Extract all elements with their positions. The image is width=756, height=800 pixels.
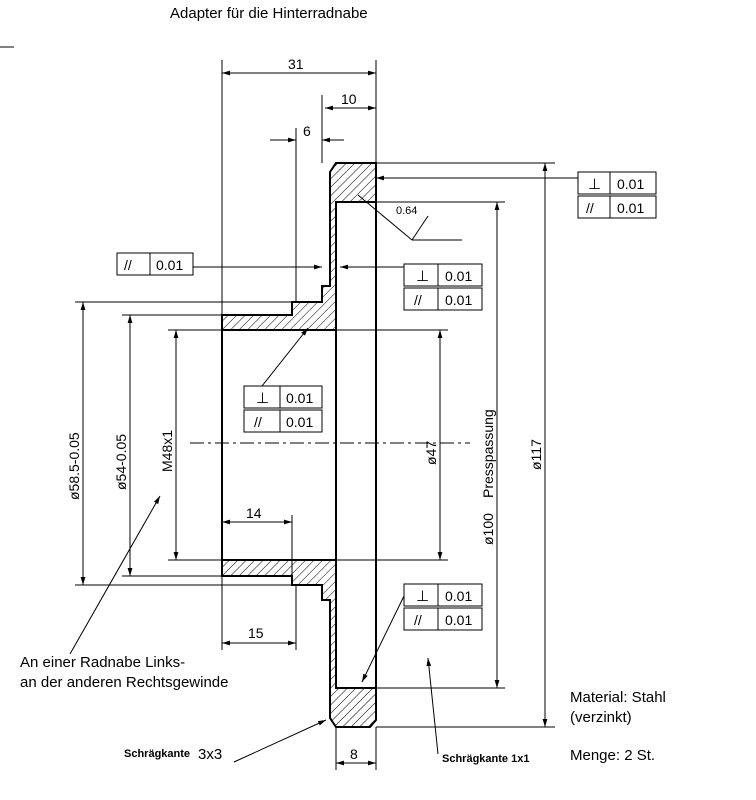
section-bottom xyxy=(221,559,377,728)
svg-text://: // xyxy=(124,257,132,273)
svg-text:0.01: 0.01 xyxy=(156,257,183,273)
tolerance-frame-top-right: ⊥ 0.01 // 0.01 xyxy=(376,171,657,219)
svg-text:ø117: ø117 xyxy=(528,439,544,470)
dimension-dia-47: ø47 xyxy=(336,329,448,561)
svg-text:Material: Stahl: Material: Stahl xyxy=(570,689,666,706)
svg-text:0.01: 0.01 xyxy=(286,414,313,430)
svg-text:8: 8 xyxy=(350,746,358,762)
dimension-dia-100: ø100 Presspassung xyxy=(376,201,505,689)
svg-text:M48x1: M48x1 xyxy=(159,430,175,472)
svg-text:0.01: 0.01 xyxy=(445,612,472,628)
svg-text:ø54-0.05: ø54-0.05 xyxy=(113,434,129,490)
chamfer-large-note: Schrägkante 3x3 xyxy=(124,719,327,763)
svg-text:An einer Radnabe Links-: An einer Radnabe Links- xyxy=(20,654,185,671)
svg-text:ø58.5-0.05: ø58.5-0.05 xyxy=(66,432,82,500)
svg-text://: // xyxy=(414,612,422,628)
section-top xyxy=(221,162,377,331)
dimension-dia-117: ø117 xyxy=(376,162,555,728)
svg-text:0.01: 0.01 xyxy=(445,268,472,284)
svg-text:0.01: 0.01 xyxy=(286,390,313,406)
svg-text:ø100: ø100 xyxy=(480,513,496,545)
svg-text:⊥: ⊥ xyxy=(416,588,429,605)
svg-text:⊥: ⊥ xyxy=(416,268,429,285)
dimension-14: 14 xyxy=(222,505,293,576)
svg-text:15: 15 xyxy=(248,625,264,641)
svg-text:0.01: 0.01 xyxy=(617,200,644,216)
svg-text:6: 6 xyxy=(303,123,311,139)
tolerance-frame-mid-right: ⊥ 0.01 // 0.01 xyxy=(340,263,483,311)
svg-text:⊥: ⊥ xyxy=(256,390,269,407)
dimension-thread: M48x1 xyxy=(159,329,222,561)
svg-text:⊥: ⊥ xyxy=(588,176,601,193)
svg-text:0.64: 0.64 xyxy=(396,205,417,217)
svg-text://: // xyxy=(586,200,594,216)
svg-text:0.01: 0.01 xyxy=(617,176,644,192)
svg-text:(verzinkt): (verzinkt) xyxy=(570,709,632,726)
chamfer-small-note: Schrägkante 1x1 xyxy=(426,657,529,765)
tolerance-frame-lower-right: ⊥ 0.01 // 0.01 xyxy=(361,583,483,683)
svg-text:Schrägkante 1x1: Schrägkante 1x1 xyxy=(442,753,529,765)
svg-text://: // xyxy=(254,414,262,430)
svg-text:Schrägkante: Schrägkante xyxy=(124,748,190,760)
svg-text:14: 14 xyxy=(246,505,262,521)
svg-text:Menge: 2 St.: Menge: 2 St. xyxy=(570,747,655,764)
svg-text:10: 10 xyxy=(341,91,357,107)
dimension-10: 10 xyxy=(321,91,376,163)
svg-text:0.01: 0.01 xyxy=(445,588,472,604)
svg-text:3x3: 3x3 xyxy=(198,746,222,763)
material-note: Material: Stahl (verzinkt) Menge: 2 St. xyxy=(570,689,666,764)
thread-note: An einer Radnabe Links- an der anderen R… xyxy=(20,495,228,691)
dimension-31: 31 xyxy=(221,56,377,315)
drawing-title: Adapter für die Hinterradnabe xyxy=(170,5,368,22)
dimension-dia-58-5: ø58.5-0.05 xyxy=(66,301,292,586)
dimension-15: 15 xyxy=(221,576,297,650)
dimension-8: 8 xyxy=(335,727,377,770)
surface-roughness: 0.64 xyxy=(357,194,462,241)
svg-text:Presspassung: Presspassung xyxy=(480,409,496,498)
tolerance-frame-left: // 0.01 xyxy=(116,252,322,276)
svg-text:ø47: ø47 xyxy=(423,441,439,465)
svg-text://: // xyxy=(414,292,422,308)
svg-text:0.01: 0.01 xyxy=(445,292,472,308)
dimension-dia-54: ø54-0.05 xyxy=(113,314,222,577)
tolerance-frame-center: ⊥ 0.01 // 0.01 xyxy=(243,327,323,433)
svg-text:31: 31 xyxy=(288,56,304,72)
dimension-6: 6 xyxy=(270,123,344,302)
svg-text:an der anderen Rechtsgewinde: an der anderen Rechtsgewinde xyxy=(20,674,228,691)
